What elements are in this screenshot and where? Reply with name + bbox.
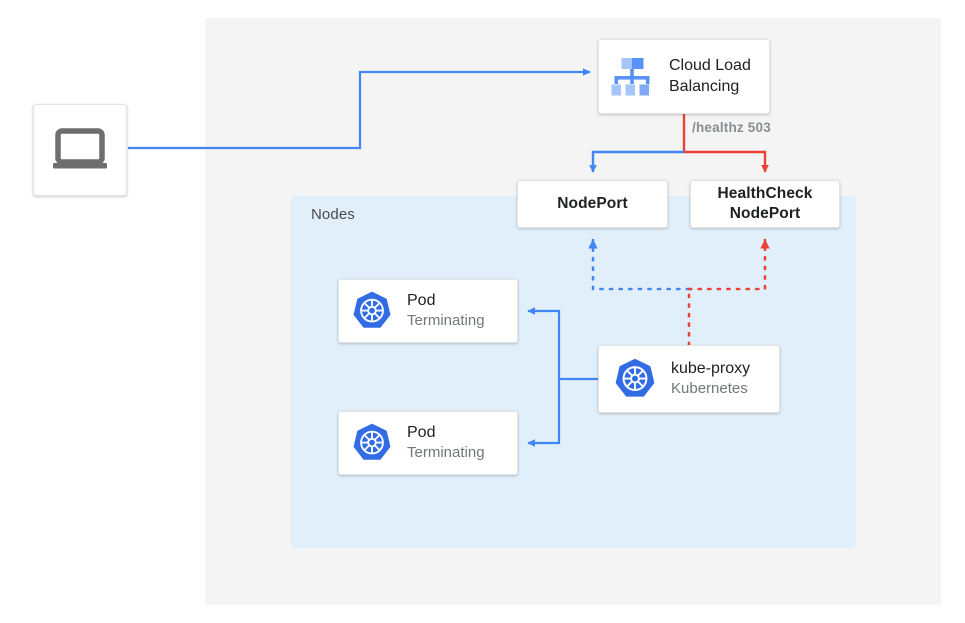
healthcheck-nodeport-text: HealthCheck NodePort <box>718 184 813 224</box>
healthcheck-nodeport-label: HealthCheck <box>717 185 813 203</box>
cloud-load-balancing-text: Cloud Load Balancing <box>669 56 751 97</box>
pod-node-2: Pod Terminating <box>338 411 518 475</box>
kube-proxy-node: kube-proxy Kubernetes <box>598 345 780 413</box>
cloud-load-balancing-title-line2: Balancing <box>669 77 740 95</box>
kube-proxy-title: kube-proxy <box>671 360 751 378</box>
nodeport-label: NodePort <box>557 195 628 213</box>
kubernetes-icon <box>351 422 393 464</box>
nodeport-node: NodePort <box>517 180 668 228</box>
cloud-load-balancing-title: Cloud Load <box>669 57 751 75</box>
kube-proxy-text: kube-proxy Kubernetes <box>671 359 750 399</box>
healthcheck-nodeport-node: HealthCheck NodePort <box>690 180 840 228</box>
pod-2-title: Pod <box>407 424 436 442</box>
healthcheck-nodeport-label-line2: NodePort <box>729 205 801 222</box>
pod-1-title: Pod <box>407 292 436 310</box>
nodes-panel-label: Nodes <box>311 206 355 223</box>
pod-node-1: Pod Terminating <box>338 279 518 343</box>
kube-proxy-subtitle: Kubernetes <box>671 380 748 398</box>
healthz-edge-label: /healthz 503 <box>692 120 771 135</box>
cloud-load-balancing-node: Cloud Load Balancing <box>598 39 770 114</box>
pod-2-subtitle: Terminating <box>407 444 485 462</box>
laptop-icon <box>52 128 108 172</box>
pod-2-text: Pod Terminating <box>407 423 485 463</box>
cloud-load-balancing-icon <box>609 56 655 98</box>
kubernetes-icon <box>351 290 393 332</box>
pod-1-subtitle: Terminating <box>407 312 485 330</box>
kubernetes-icon <box>613 357 657 401</box>
pod-1-text: Pod Terminating <box>407 291 485 331</box>
client-node <box>33 104 127 196</box>
